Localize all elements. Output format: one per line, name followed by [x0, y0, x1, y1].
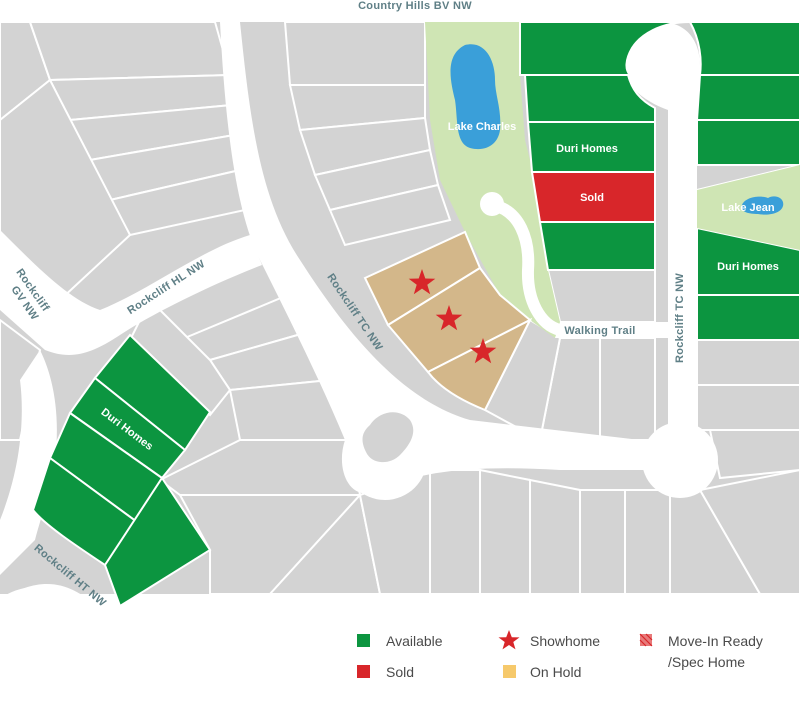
trail-curve	[486, 199, 566, 336]
road-rockcliff-ht	[0, 350, 160, 708]
lot-available[interactable]	[523, 74, 656, 123]
lot-available[interactable]	[696, 119, 800, 166]
lot[interactable]	[529, 478, 581, 595]
lot-on-hold[interactable]	[426, 317, 533, 412]
green-lots-left	[31, 333, 212, 608]
road-bottom	[120, 594, 800, 708]
legend-showhome-label: Showhome	[530, 633, 600, 649]
legend-move-in-label-2: /Spec Home	[668, 654, 745, 670]
street-label-country-hills: Country Hills BV NW	[358, 0, 472, 12]
lot[interactable]	[579, 489, 626, 595]
showhome-markers	[408, 269, 497, 364]
trail-end	[480, 192, 504, 216]
lot[interactable]	[28, 21, 232, 82]
lot-label-duri-homes: Duri Homes	[556, 143, 618, 155]
road-rockcliff-tc	[220, 22, 700, 494]
lot[interactable]	[128, 298, 232, 417]
lot-available[interactable]	[696, 294, 800, 341]
legend: Available Sold Showhome On Hold Move-In …	[357, 630, 763, 680]
showhome-star-icon[interactable]	[408, 269, 436, 295]
legend-available-label: Available	[386, 633, 443, 649]
lake-charles-label: Lake Charles	[448, 121, 516, 133]
lot-on-hold[interactable]	[386, 266, 532, 374]
legend-showhome-star-icon	[498, 630, 520, 650]
on-hold-lots	[363, 230, 533, 412]
upper-center-lots	[283, 21, 452, 247]
lot-available[interactable]	[519, 21, 691, 76]
walking-trail	[555, 322, 668, 338]
lot[interactable]	[696, 339, 800, 386]
lot[interactable]	[546, 269, 656, 323]
lot[interactable]	[624, 489, 671, 595]
roundabout-island	[362, 412, 414, 463]
lot-available[interactable]	[695, 74, 800, 121]
road-rockcliff-tc-vertical	[620, 22, 700, 440]
legend-on-hold-label: On Hold	[530, 664, 581, 680]
lake-jean	[741, 196, 784, 215]
lot[interactable]	[429, 469, 481, 595]
lot[interactable]	[698, 468, 800, 595]
lake-charles	[450, 44, 501, 150]
legend-available-swatch	[357, 634, 370, 647]
legend-sold-label: Sold	[386, 664, 414, 680]
lot-available[interactable]	[696, 226, 800, 296]
lot[interactable]	[479, 468, 531, 595]
cul-de-sac	[642, 422, 718, 498]
left-lots	[0, 21, 247, 302]
road-rockcliff-hl	[0, 230, 262, 355]
lot-label-duri-homes: Duri Homes	[717, 261, 779, 273]
lot[interactable]	[599, 337, 656, 441]
lot-available[interactable]	[103, 476, 212, 608]
lot[interactable]	[283, 21, 426, 86]
right-lots	[696, 339, 800, 480]
legend-move-in-hatch	[639, 633, 653, 647]
lot-label-sold: Sold	[580, 192, 604, 204]
center-left-lots	[128, 248, 363, 595]
inner-lots	[483, 269, 656, 442]
showhome-star-icon[interactable]	[469, 338, 497, 364]
legend-on-hold-swatch	[503, 665, 516, 678]
lot[interactable]	[328, 183, 452, 247]
road-country-hills	[0, 0, 800, 22]
lot-available[interactable]	[688, 21, 800, 76]
street-label-rockcliff-tc-vertical: Rockcliff TC NW	[674, 273, 686, 363]
showhome-star-icon[interactable]	[435, 305, 463, 331]
lot[interactable]	[0, 78, 132, 302]
lot[interactable]	[696, 384, 800, 431]
legend-move-in-label-1: Move-In Ready	[668, 633, 763, 649]
street-label-walking-trail: Walking Trail	[564, 325, 635, 337]
lot[interactable]	[708, 429, 800, 480]
lake-jean-label: Lake Jean	[721, 202, 774, 214]
legend-sold-swatch	[357, 665, 370, 678]
lot-available[interactable]	[538, 221, 656, 271]
